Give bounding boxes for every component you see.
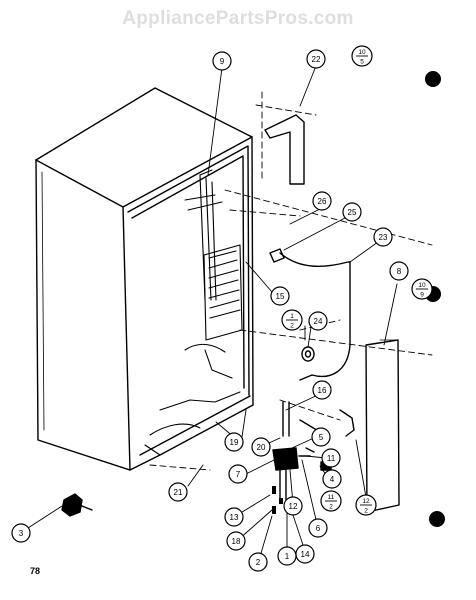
- callout-11-over-2: 112: [320, 490, 342, 512]
- callout-denominator: 9: [420, 292, 424, 299]
- callout-10-over-9: 109: [411, 278, 433, 300]
- callout-label: 16: [318, 386, 327, 395]
- callout-6: 6: [308, 518, 328, 538]
- callout-label: 3: [19, 529, 24, 538]
- callout-label: 21: [174, 488, 183, 497]
- part-25-connector: [269, 248, 285, 263]
- callout-label: 5: [319, 433, 324, 442]
- refrigerator-cabinet: [35, 87, 254, 471]
- callout-3: 3: [11, 523, 31, 543]
- callout-label: 1: [285, 552, 290, 561]
- part-23-tubing: [279, 252, 351, 381]
- callout-8: 8: [389, 261, 409, 281]
- callout-numerator: 10: [358, 49, 366, 56]
- callout-label: 6: [316, 524, 321, 533]
- callout-denominator: 2: [290, 323, 294, 330]
- callout-label: 23: [379, 233, 388, 242]
- callout-label: 22: [312, 55, 321, 64]
- callout-label: 8: [397, 267, 402, 276]
- callout-label: 19: [230, 438, 239, 447]
- callout-label: 26: [318, 197, 327, 206]
- callout-16: 16: [312, 380, 332, 400]
- callout-numerator: 10: [418, 282, 426, 289]
- callout-label: 24: [314, 317, 323, 326]
- binder-hole-bottom: [429, 511, 445, 527]
- callout-label: 18: [232, 537, 241, 546]
- callout-13: 13: [224, 507, 244, 527]
- callout-10-over-5: 105: [351, 45, 373, 67]
- callout-label: 4: [330, 475, 335, 484]
- page-number: 78: [30, 566, 41, 576]
- callout-25: 25: [342, 202, 362, 222]
- callout-12: 12: [283, 496, 303, 516]
- callout-22: 22: [306, 49, 326, 69]
- alignment-lines: [149, 91, 433, 471]
- callout-label: 7: [236, 470, 241, 479]
- callout-label: 9: [220, 57, 225, 66]
- callout-numerator: 12: [362, 498, 370, 505]
- watermark: AppliancePartsPros.com: [122, 8, 354, 29]
- part-22-bracket: [264, 114, 305, 185]
- callout-7: 7: [228, 464, 248, 484]
- callout-4: 4: [322, 469, 342, 489]
- callout-label: 12: [289, 502, 298, 511]
- callout-numerator: 1: [290, 313, 294, 320]
- callout-24: 24: [308, 311, 328, 331]
- callout-20: 20: [251, 437, 271, 457]
- callout-label: 11: [327, 454, 336, 463]
- part-24-grommet: [301, 346, 315, 362]
- callout-19: 19: [224, 432, 244, 452]
- callout-numerator: 11: [328, 494, 335, 501]
- callout-23: 23: [373, 227, 393, 247]
- callout-11: 11: [321, 448, 341, 468]
- callout-1-over-2: 12: [281, 309, 303, 331]
- part-8-cover-panel: [365, 339, 400, 513]
- callout-9: 9: [212, 51, 232, 71]
- condenser-coil: [184, 169, 243, 341]
- part-16-tube: [282, 401, 290, 437]
- callout-label: 14: [301, 550, 310, 559]
- valve-assembly: [272, 409, 355, 501]
- callout-15: 15: [270, 286, 290, 306]
- binder-hole-top: [425, 71, 441, 87]
- lower-tubing: [144, 343, 241, 456]
- callout-26: 26: [312, 191, 332, 211]
- callout-14: 14: [295, 544, 315, 564]
- callout-2: 2: [248, 552, 268, 572]
- callout-denominator: 5: [360, 59, 364, 66]
- leader-lines: [27, 65, 398, 561]
- callout-5: 5: [311, 427, 331, 447]
- callout-21: 21: [168, 482, 188, 502]
- callout-denominator: 2: [329, 504, 333, 511]
- callout-18: 18: [226, 531, 246, 551]
- callout-12-over-2: 122: [355, 494, 377, 516]
- part-3-fitting: [61, 493, 93, 517]
- callout-1: 1: [277, 546, 297, 566]
- callout-denominator: 2: [364, 508, 368, 515]
- callout-label: 13: [230, 513, 239, 522]
- callout-label: 20: [257, 443, 266, 452]
- callout-label: 2: [256, 558, 261, 567]
- callout-label: 25: [348, 208, 357, 217]
- callout-label: 15: [276, 292, 285, 301]
